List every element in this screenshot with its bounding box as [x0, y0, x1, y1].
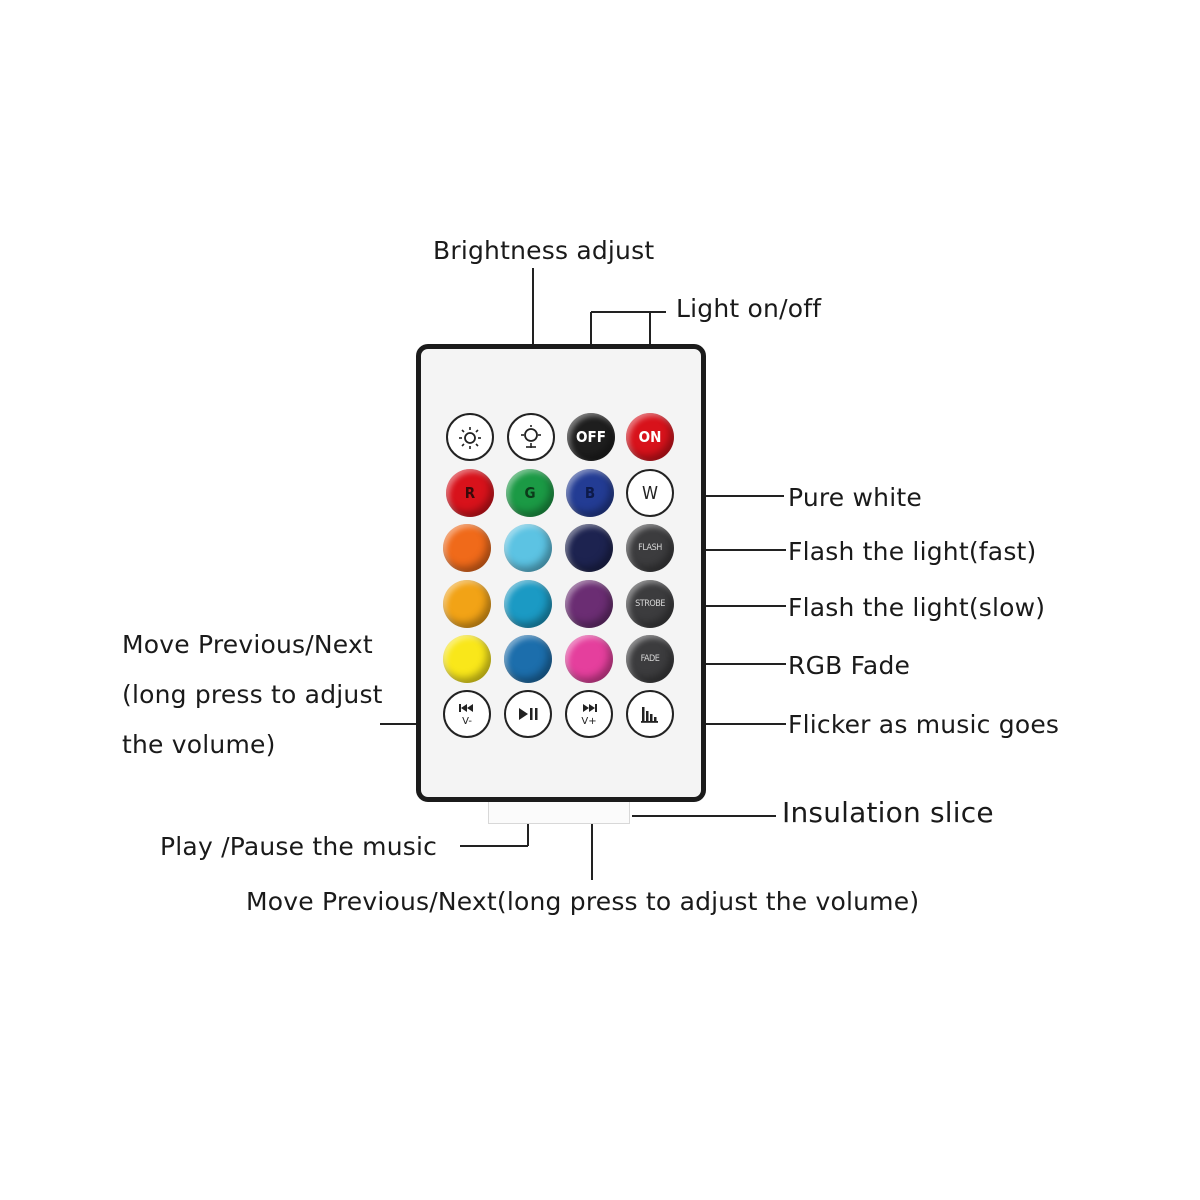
fade-label: FADE [640, 654, 660, 664]
light-blue-button[interactable] [504, 524, 552, 572]
label-play-pause: Play /Pause the music [160, 832, 438, 861]
vol-down-label: V- [462, 716, 472, 727]
play-pause-button[interactable] [504, 690, 552, 738]
off-button[interactable]: OFF [567, 413, 615, 461]
label-rgb-fade: RGB Fade [788, 651, 911, 680]
skip-previous-icon: V- [459, 704, 473, 727]
blue-label: B [584, 484, 596, 502]
equalizer-icon [641, 707, 658, 723]
previous-button[interactable]: V- [443, 690, 491, 738]
red-button[interactable]: R [446, 469, 494, 517]
vol-up-label: V+ [581, 716, 596, 727]
purple-button[interactable] [565, 580, 613, 628]
music-mode-button[interactable] [626, 690, 674, 738]
cerulean-button[interactable] [504, 635, 552, 683]
green-label: G [524, 484, 536, 502]
label-flash-fast: Flash the light(fast) [788, 537, 1037, 566]
white-label: W [641, 482, 658, 504]
label-light-on-off: Light on/off [676, 294, 822, 323]
on-button[interactable]: ON [626, 413, 674, 461]
label-flicker-music: Flicker as music goes [788, 710, 1060, 739]
flash-button[interactable]: FLASH [626, 524, 674, 572]
label-prev-next-left: Move Previous/Next (long press to adjust… [122, 630, 383, 759]
blue-button[interactable]: B [566, 469, 614, 517]
label-prev-next-bottom: Move Previous/Next(long press to adjust … [246, 887, 920, 916]
on-label: ON [638, 428, 662, 446]
off-label: OFF [576, 428, 606, 446]
label-insulation-slice: Insulation slice [782, 796, 994, 829]
label-brightness-adjust: Brightness adjust [433, 236, 655, 265]
sun-large-icon [521, 425, 541, 448]
label-pure-white: Pure white [788, 483, 922, 512]
skip-next-icon: V+ [581, 704, 597, 727]
orange-button[interactable] [443, 524, 491, 572]
sun-small-icon [459, 427, 481, 449]
insulation-slice [488, 802, 630, 824]
strobe-button[interactable]: STROBE [626, 580, 674, 628]
brightness-down-button[interactable] [446, 413, 494, 461]
flash-label: FLASH [638, 543, 662, 553]
play-pause-icon [519, 708, 538, 720]
red-label: R [464, 484, 476, 502]
amber-button[interactable] [443, 580, 491, 628]
pink-button[interactable] [565, 635, 613, 683]
fade-button[interactable]: FADE [626, 635, 674, 683]
label-flash-slow: Flash the light(slow) [788, 593, 1046, 622]
teal-button[interactable] [504, 580, 552, 628]
navy-button[interactable] [565, 524, 613, 572]
brightness-up-button[interactable] [507, 413, 555, 461]
strobe-label: STROBE [635, 599, 665, 609]
yellow-button[interactable] [443, 635, 491, 683]
white-button[interactable]: W [626, 469, 674, 517]
green-button[interactable]: G [506, 469, 554, 517]
next-button[interactable]: V+ [565, 690, 613, 738]
